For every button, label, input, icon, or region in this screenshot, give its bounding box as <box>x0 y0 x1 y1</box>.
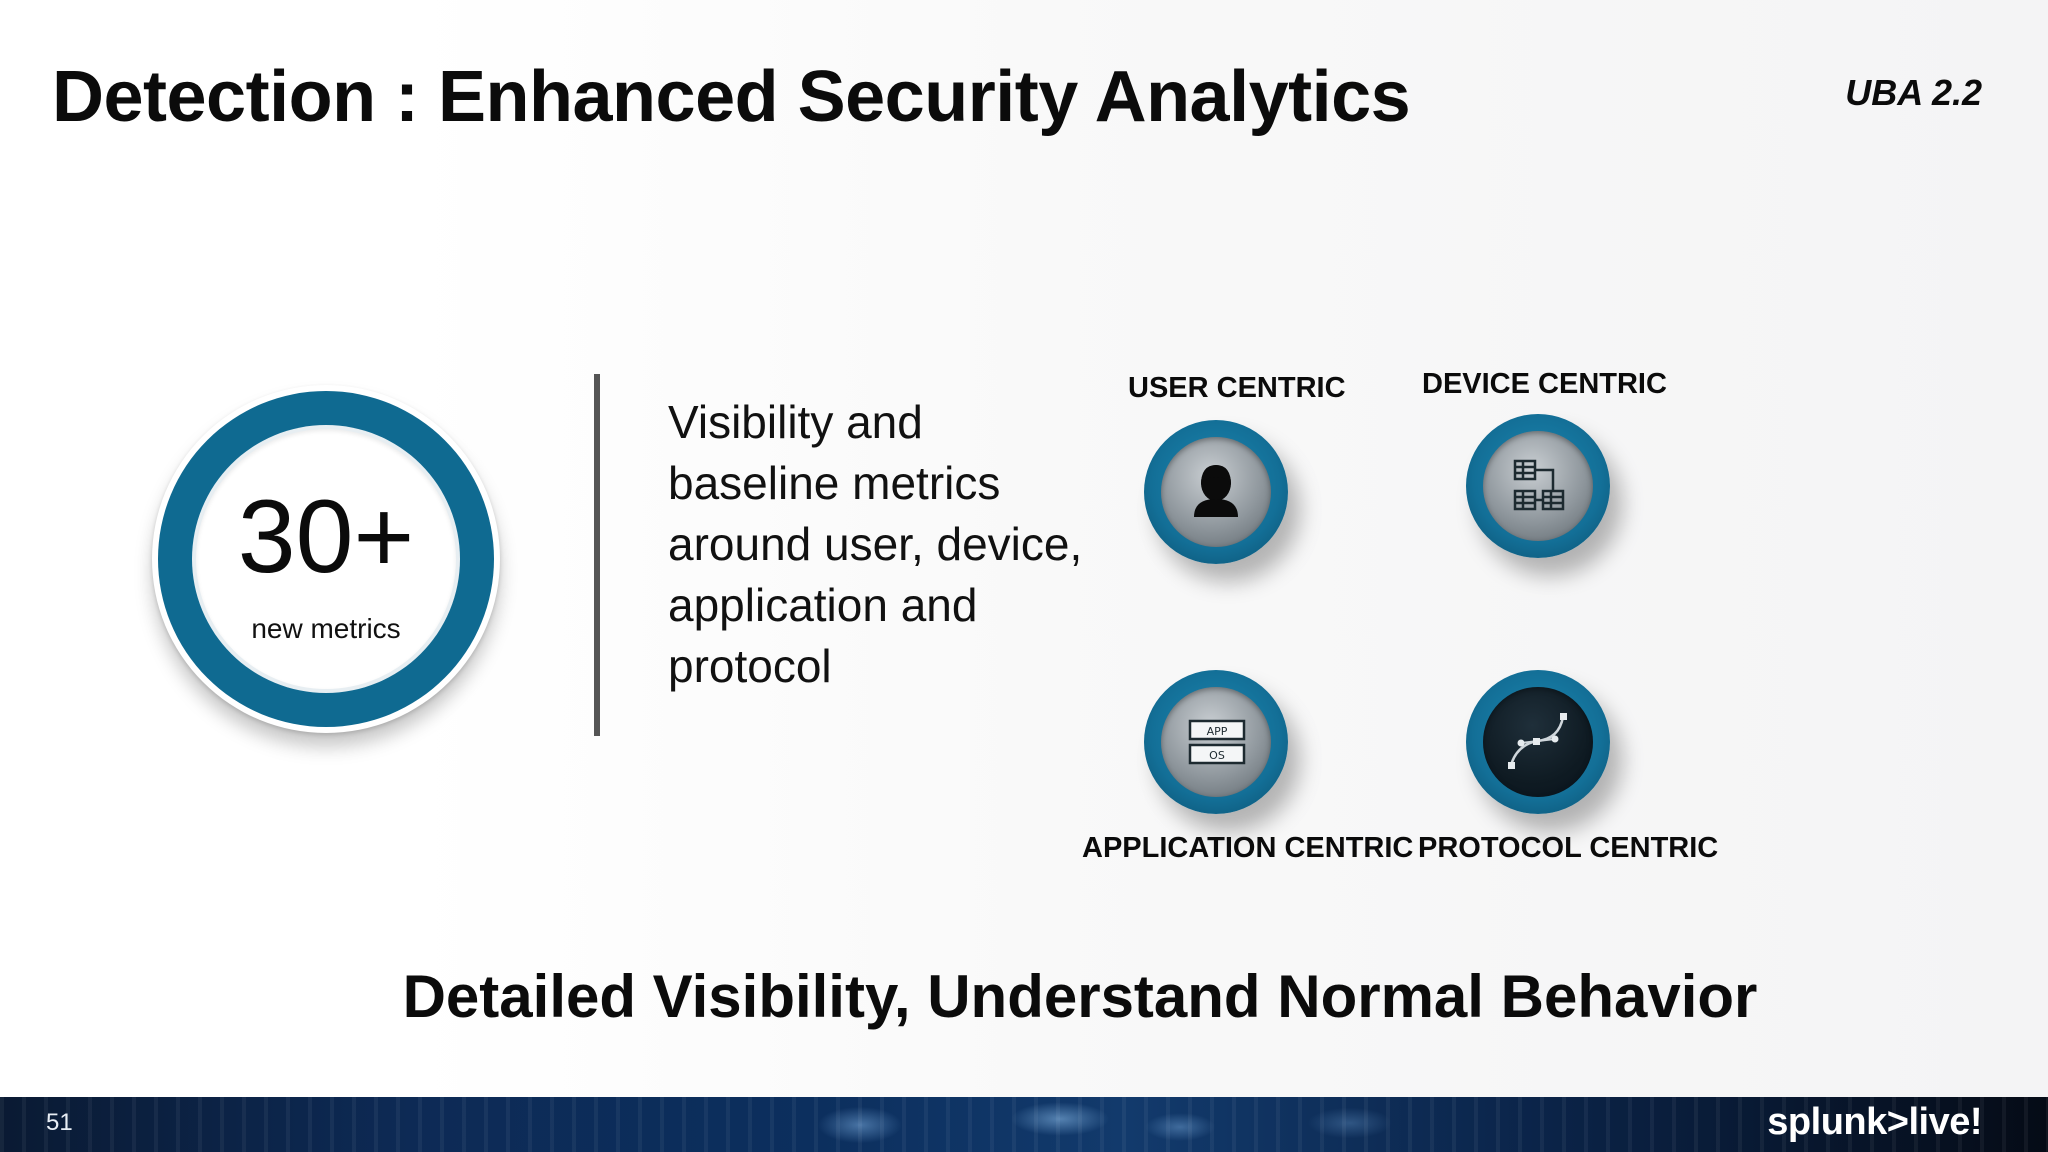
version-label: UBA 2.2 <box>1845 72 1982 113</box>
slide-title: Detection : Enhanced Security Analytics <box>52 57 1411 137</box>
application-centric-label: APPLICATION CENTRIC <box>1082 832 1414 864</box>
device-centric-label: DEVICE CENTRIC <box>1422 368 1667 400</box>
protocol-centric-label: PROTOCOL CENTRIC <box>1418 832 1719 864</box>
metric-value: 30+ <box>237 479 415 595</box>
page-number: 51 <box>46 1109 73 1136</box>
application-centric-badge: APP OS <box>1144 670 1288 814</box>
description-text: Visibility and baseline metrics around u… <box>668 396 1083 692</box>
protocol-path-icon <box>1508 713 1567 769</box>
user-icon <box>1194 465 1238 517</box>
metric-ring-inner <box>196 429 456 689</box>
protocol-centric-badge <box>1466 670 1610 814</box>
application-os-icon: APP OS <box>1188 719 1246 765</box>
app-icon-text: APP <box>1207 725 1228 738</box>
os-icon-text: OS <box>1209 749 1225 762</box>
user-centric-label: USER CENTRIC <box>1128 372 1346 404</box>
device-centric-badge <box>1466 414 1610 558</box>
metric-label: new metrics <box>251 613 401 644</box>
network-devices-icon <box>1513 459 1565 511</box>
user-centric-badge <box>1144 420 1288 564</box>
metric-badge: 30+ new metrics <box>152 385 500 733</box>
footer-bar: 51 splunk>live! <box>0 1097 2048 1152</box>
brand-logo: splunk>live! <box>1767 1101 1982 1143</box>
vertical-divider <box>594 374 600 736</box>
slide-subtitle: Detailed Visibility, Understand Normal B… <box>402 963 1758 1030</box>
footer-pattern <box>0 1097 2048 1152</box>
